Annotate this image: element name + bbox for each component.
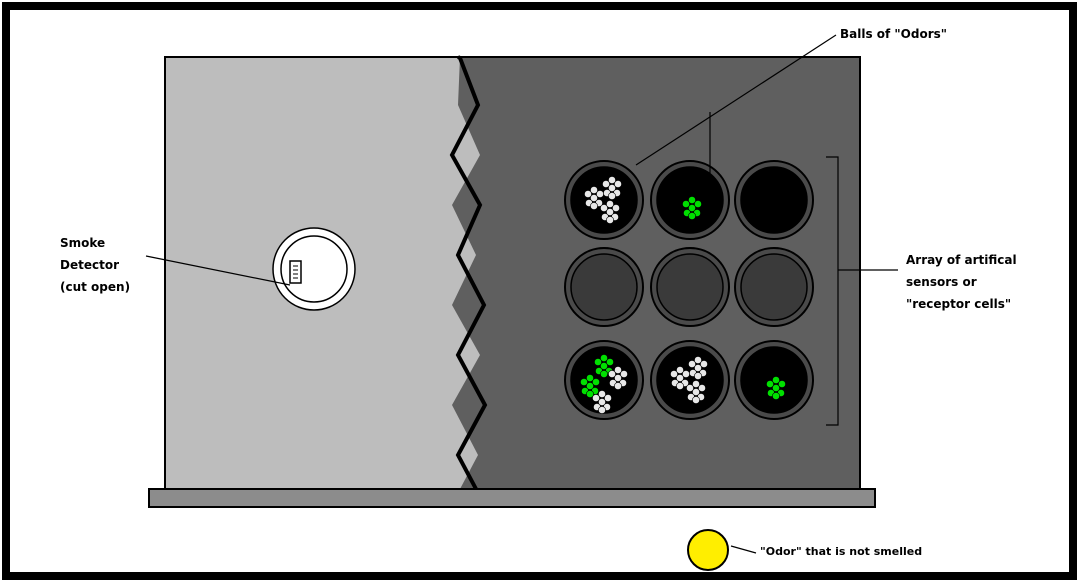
label-array-2: sensors or [906, 275, 977, 289]
unsmelled-odor-ball [688, 530, 728, 570]
sensor-r1-c2 [651, 161, 729, 239]
sensor-well [657, 347, 723, 413]
sensor-well [657, 254, 723, 320]
label-array-3: "receptor cells" [906, 297, 1011, 311]
sensor-r2-c1 [565, 248, 643, 326]
sensor-well [571, 167, 637, 233]
sensor-r2-c2 [651, 248, 729, 326]
label-cut-open: (cut open) [60, 280, 130, 294]
label-detector: Detector [60, 258, 119, 272]
smoke-detector-icon [273, 228, 355, 310]
sensor-r1-c1 [565, 161, 643, 239]
label-array-1: Array of artifical [906, 253, 1017, 267]
sensor-well [571, 254, 637, 320]
sensor-r3-c3 [735, 341, 813, 419]
sensor-r3-c2 [651, 341, 729, 419]
sensor-r3-c1 [565, 341, 643, 419]
label-not-smelled: "Odor" that is not smelled [760, 545, 922, 558]
sensor-array [565, 161, 813, 419]
device-base [149, 489, 875, 507]
sensor-r1-c3 [735, 161, 813, 239]
label-balls-of-odors: Balls of "Odors" [840, 27, 947, 41]
sensor-well [741, 254, 807, 320]
sensor-well [741, 167, 807, 233]
sensor-r2-c3 [735, 248, 813, 326]
label-smoke: Smoke [60, 236, 105, 250]
